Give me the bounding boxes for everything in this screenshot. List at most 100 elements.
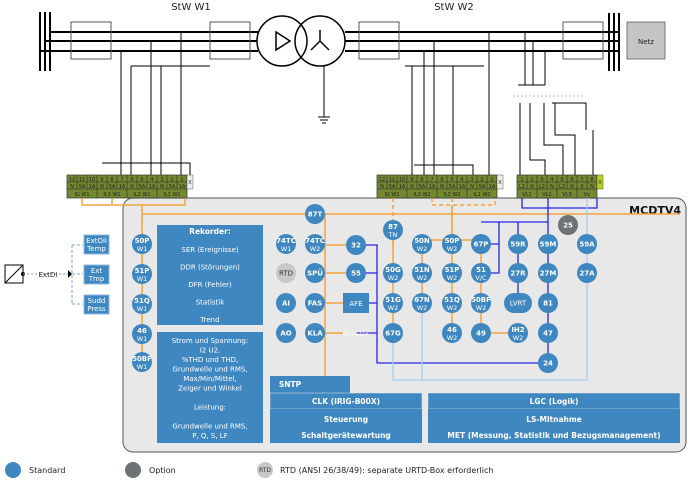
terminal-group: IL2 W1 bbox=[133, 192, 150, 198]
function-55[interactable]: 55 bbox=[346, 263, 366, 283]
function-rtd[interactable]: RTD bbox=[276, 263, 296, 283]
terminal-type: N bbox=[160, 184, 164, 190]
sntp-block[interactable] bbox=[270, 376, 350, 393]
terminal-pin: 4 bbox=[550, 177, 553, 183]
function-51-v-c[interactable]: 51V/C bbox=[471, 263, 491, 283]
terminal-pin: 9 bbox=[410, 177, 413, 183]
measurement-line: Strom und Spannung: bbox=[172, 337, 249, 345]
function-fas[interactable]: FAS bbox=[305, 293, 325, 313]
function-code: 67G bbox=[385, 330, 401, 338]
transformer-delta-icon bbox=[256, 15, 308, 67]
function-code: 50BF bbox=[471, 296, 491, 304]
terminal-type: 5A bbox=[169, 184, 176, 190]
function-code: 51 bbox=[476, 266, 486, 274]
terminal-pin: 12 bbox=[69, 177, 75, 183]
legend-standard-swatch bbox=[5, 462, 21, 478]
function-25[interactable]: 25 bbox=[558, 215, 578, 235]
function-27r[interactable]: 27R bbox=[508, 263, 528, 283]
function-24[interactable]: 24 bbox=[538, 353, 558, 373]
function-27a[interactable]: 27A bbox=[577, 263, 597, 283]
terminal-type: X bbox=[580, 184, 584, 190]
function-code: 47 bbox=[543, 330, 553, 338]
met-block[interactable] bbox=[428, 409, 680, 443]
function-code: 51P bbox=[135, 267, 150, 275]
terminal-pin: 7 bbox=[120, 177, 123, 183]
afe-box[interactable] bbox=[343, 293, 369, 313]
terminal-pin: 4 bbox=[460, 177, 463, 183]
function-81[interactable]: 81 bbox=[538, 293, 558, 313]
terminal-type: N bbox=[530, 184, 534, 190]
function-code: 51G bbox=[385, 296, 401, 304]
function-spü[interactable]: SPÜ bbox=[305, 263, 325, 283]
function-code: 55 bbox=[351, 270, 361, 278]
external-input-label: Sudd bbox=[88, 297, 106, 305]
terminal-group: IL2 W2 bbox=[443, 192, 460, 198]
terminal-type: N bbox=[130, 184, 134, 190]
legend-rtd: RTD (ANSI 26/38/49): separate URTD-Box e… bbox=[280, 466, 493, 475]
recorder-item: Trend bbox=[199, 316, 219, 324]
terminal-type: L3 bbox=[559, 184, 565, 190]
function-ao[interactable]: AO bbox=[276, 323, 296, 343]
function-59a[interactable]: 59A bbox=[577, 234, 597, 254]
terminal-pin: 2 bbox=[170, 177, 173, 183]
function-59m[interactable]: 59M bbox=[538, 234, 558, 254]
title-w1: StW W1 bbox=[171, 2, 211, 13]
function-lvrt[interactable]: LVRT bbox=[504, 293, 532, 313]
function-27m[interactable]: 27M bbox=[538, 263, 558, 283]
function-kla[interactable]: KLA bbox=[305, 323, 325, 343]
function-87t[interactable]: 87T bbox=[305, 204, 325, 224]
terminal-group: VL2 bbox=[542, 192, 551, 198]
terminal-type: 1A bbox=[149, 184, 156, 190]
function-ai[interactable]: AI bbox=[276, 293, 296, 313]
terminal-pin: 10 bbox=[399, 177, 405, 183]
terminal-type: 5A bbox=[449, 184, 456, 190]
terminal-type: N bbox=[550, 184, 554, 190]
terminal-group: VL3 bbox=[562, 192, 571, 198]
function-67g[interactable]: 67G bbox=[383, 323, 403, 343]
function-qualifier: W2 bbox=[417, 245, 428, 253]
function-47[interactable]: 47 bbox=[538, 323, 558, 343]
terminal-type: 5A bbox=[389, 184, 396, 190]
terminal-pin: 1 bbox=[180, 177, 183, 183]
terminal-pin: 12 bbox=[379, 177, 385, 183]
terminal-pin: 2 bbox=[480, 177, 483, 183]
terminal-group: VL1 bbox=[522, 192, 531, 198]
function-code: 87 bbox=[388, 223, 398, 231]
function-qualifier: W1 bbox=[137, 245, 148, 253]
function-67p[interactable]: 67P bbox=[471, 234, 491, 254]
function-59r[interactable]: 59R bbox=[508, 234, 528, 254]
control-block[interactable] bbox=[270, 409, 422, 443]
measurement-box bbox=[157, 332, 263, 443]
recorder-box bbox=[157, 225, 263, 325]
function-32[interactable]: 32 bbox=[346, 235, 366, 255]
function-49[interactable]: 49 bbox=[471, 323, 491, 343]
function-code: LVRT bbox=[510, 300, 527, 308]
ls-label: LS-Mitnahme bbox=[526, 415, 582, 424]
function-code: RTD bbox=[279, 270, 293, 278]
terminal-pin: 6 bbox=[440, 177, 443, 183]
function-code: 27A bbox=[579, 270, 595, 278]
